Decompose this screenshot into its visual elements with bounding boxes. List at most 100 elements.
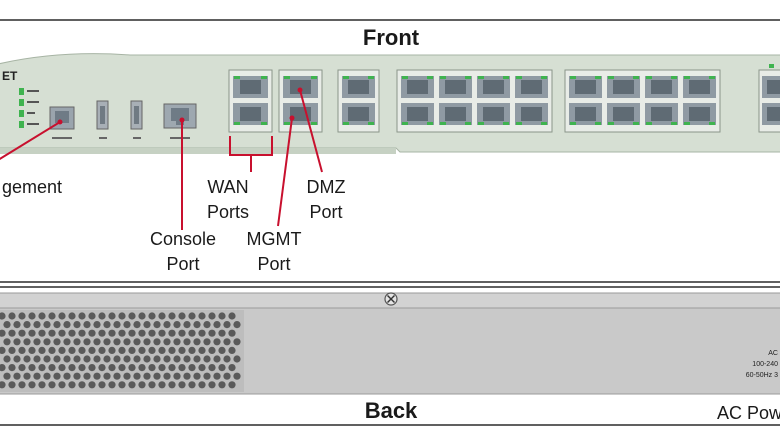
vent-hole (48, 329, 56, 337)
switch-port-stack (607, 76, 640, 125)
vent-hole (28, 381, 36, 389)
vent-hole (113, 321, 121, 329)
vent-hole (158, 364, 166, 372)
vent-hole (123, 321, 131, 329)
vent-hole (163, 338, 171, 346)
vent-hole (198, 329, 206, 337)
front-panel-lip (0, 148, 396, 154)
vent-hole (218, 364, 226, 372)
vent-hole (68, 364, 76, 372)
vent-hole (133, 355, 141, 363)
vent-hole (233, 321, 241, 329)
vent-hole (213, 321, 221, 329)
vent-hole (128, 381, 136, 389)
vent-hole (0, 312, 6, 320)
vent-hole (183, 338, 191, 346)
vent-hole (58, 381, 66, 389)
vent-hole (178, 329, 186, 337)
vent-hole (3, 321, 11, 329)
vent-hole (208, 312, 216, 320)
vent-hole (98, 346, 106, 354)
led-label-mark (27, 112, 35, 114)
vent-hole (193, 338, 201, 346)
vent-hole (98, 329, 106, 337)
switch-port-stack (515, 76, 548, 125)
vent-hole (128, 329, 136, 337)
power-spec-line: 100-240 (752, 361, 778, 368)
vent-hole (53, 338, 61, 346)
vent-hole (83, 372, 91, 380)
back-title: Back (365, 398, 418, 423)
vent-hole (18, 312, 26, 320)
vent-hole (78, 329, 86, 337)
vent-hole (58, 312, 66, 320)
vent-hole (228, 346, 236, 354)
vent-hole (148, 312, 156, 320)
vent-hole (73, 321, 81, 329)
vent-hole (38, 329, 46, 337)
vent-hole (228, 312, 236, 320)
vent-hole (113, 338, 121, 346)
vent-hole (8, 329, 16, 337)
vent-hole (173, 321, 181, 329)
vent-hole (3, 372, 11, 380)
vent-hole (103, 321, 111, 329)
vent-hole (48, 312, 56, 320)
vent-hole (188, 312, 196, 320)
vent-hole (218, 329, 226, 337)
vent-hole (183, 372, 191, 380)
vent-hole (98, 312, 106, 320)
vent-hole (58, 346, 66, 354)
vent-hole (123, 338, 131, 346)
status-led (19, 121, 24, 128)
vent-hole (198, 381, 206, 389)
vent-hole (78, 381, 86, 389)
vent-hole (103, 355, 111, 363)
power-spec-line: 60-50Hz 3 (746, 372, 778, 379)
vent-hole (38, 364, 46, 372)
dmz-mgmt-port-stack (278, 69, 323, 133)
switch-port-stack (439, 76, 472, 125)
vent-hole (198, 346, 206, 354)
vent-hole (233, 338, 241, 346)
vent-hole (118, 329, 126, 337)
vent-hole (138, 329, 146, 337)
vent-hole (48, 346, 56, 354)
power-spec-line: AC (768, 350, 778, 357)
callout-console-label-line2: Port (166, 254, 199, 274)
vent-hole (183, 321, 191, 329)
ac-power-label: AC Pow (717, 403, 780, 423)
vent-hole (93, 321, 101, 329)
vent-hole (203, 338, 211, 346)
vent-hole (23, 338, 31, 346)
vent-hole (133, 372, 141, 380)
vent-hole (88, 381, 96, 389)
vent-hole (153, 338, 161, 346)
vent-hole (143, 372, 151, 380)
vent-hole (78, 346, 86, 354)
vent-hole (208, 346, 216, 354)
vent-hole (38, 381, 46, 389)
vent-hole (213, 355, 221, 363)
vent-hole (48, 364, 56, 372)
vent-hole (28, 364, 36, 372)
vent-hole (138, 381, 146, 389)
callout-management-label: gement (2, 177, 62, 197)
vent-hole (18, 364, 26, 372)
vent-hole (83, 355, 91, 363)
vent-hole (133, 321, 141, 329)
vent-hole (168, 381, 176, 389)
vent-hole (93, 372, 101, 380)
vent-hole (223, 372, 231, 380)
vent-hole (213, 372, 221, 380)
vent-hole (163, 355, 171, 363)
vent-hole (223, 338, 231, 346)
vent-hole (168, 312, 176, 320)
vent-hole (33, 321, 41, 329)
vent-hole (53, 321, 61, 329)
brand-logo: ET (2, 69, 18, 83)
vent-hole (148, 346, 156, 354)
vent-hole (98, 381, 106, 389)
callout-lines (0, 89, 323, 230)
vent-hole (218, 346, 226, 354)
